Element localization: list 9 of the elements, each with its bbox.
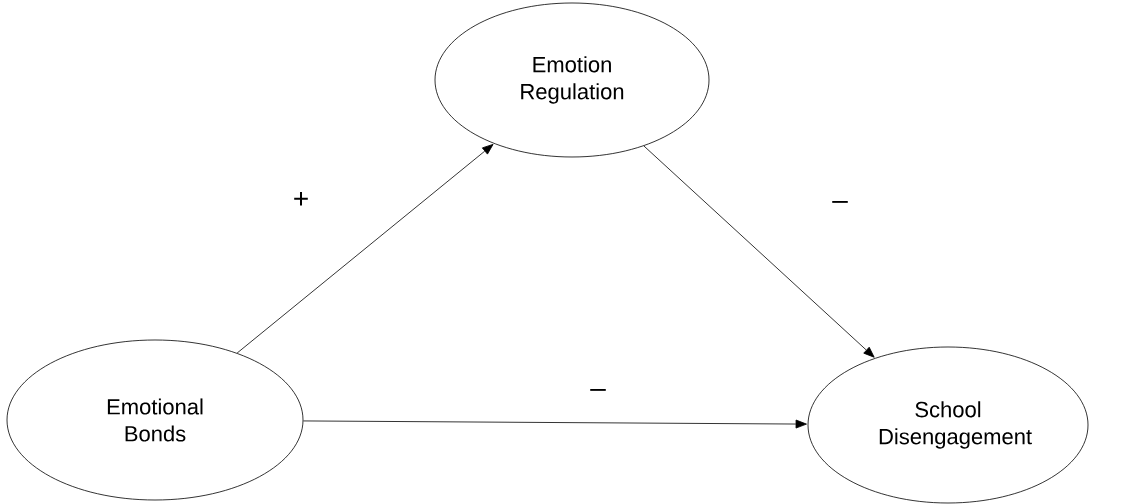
edge-label: – <box>831 200 849 210</box>
arrow <box>236 144 494 354</box>
edge-label: – <box>589 388 607 398</box>
ellipse-node: School Disengagement <box>807 346 1089 504</box>
ellipse-node: Emotional Bonds <box>6 339 304 501</box>
edge-label: + <box>291 190 311 210</box>
arrow <box>303 419 807 429</box>
arrow <box>643 145 875 358</box>
ellipse-node: Emotion Regulation <box>434 2 710 158</box>
